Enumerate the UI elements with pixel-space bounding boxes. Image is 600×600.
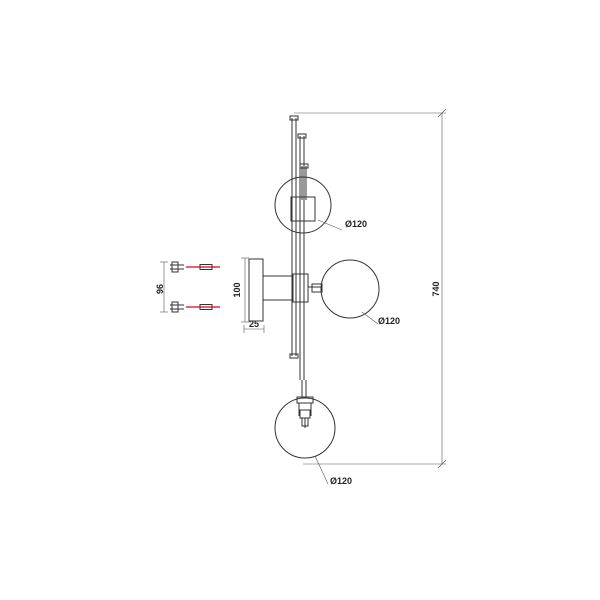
total-height-label: 740 (431, 281, 441, 296)
lamp-body (248, 115, 380, 459)
globe-middle-diameter: Ø120 (378, 316, 400, 326)
globe-top (274, 176, 332, 234)
overall-height-dimension: 740 (294, 108, 447, 469)
backplate-depth-label: 25 (249, 319, 259, 329)
globe-top-diameter: Ø120 (345, 219, 367, 229)
globe-bottom (274, 397, 336, 459)
globe-bottom-diameter: Ø120 (330, 476, 352, 486)
wall-backplate (248, 258, 264, 322)
globe-middle (320, 259, 380, 319)
bracket-spacing-label: 96 (155, 284, 165, 294)
mounting-bracket-detail: 96 (155, 261, 220, 313)
diameter-leaders: Ø120 Ø120 Ø120 (314, 219, 400, 486)
backplate-dimensions: 100 25 (232, 257, 265, 333)
backplate-height-label: 100 (232, 282, 242, 297)
